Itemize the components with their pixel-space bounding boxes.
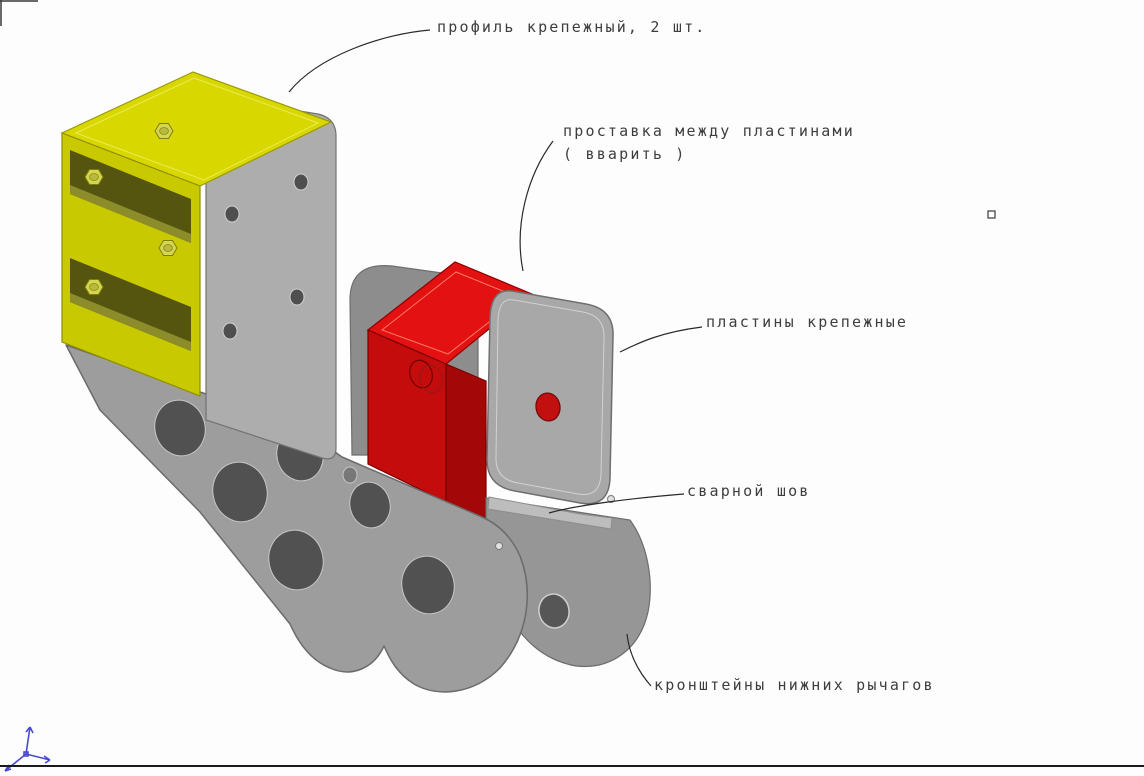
small-hole	[342, 466, 358, 484]
part-lower-bracket-front[interactable]	[65, 344, 529, 693]
plate-edge-highlight	[495, 299, 605, 496]
leader-weld	[548, 493, 685, 514]
plate-hole-red	[535, 392, 561, 422]
hole	[268, 529, 324, 591]
leader-brackets	[626, 633, 652, 687]
leader-profile	[288, 29, 431, 93]
ucs-axes-icon	[4, 726, 51, 772]
ucs-x-axis	[25, 753, 51, 764]
spacer-hole-sketch	[419, 364, 443, 394]
bolt-hole	[289, 288, 305, 306]
bolt-hole	[222, 322, 238, 340]
part-mounting-plate-right[interactable]	[486, 290, 614, 505]
bolt-hole	[224, 205, 240, 223]
hole	[401, 555, 455, 615]
part-mounting-profile[interactable]	[60, 71, 333, 397]
channel-inner-flange	[70, 293, 191, 351]
hex-bolt	[84, 279, 104, 295]
channel-opening	[70, 258, 191, 351]
annotation-brackets-label: кронштейны нижних рычагов	[654, 676, 935, 694]
part-mounting-plate-left[interactable]	[205, 95, 337, 460]
reference-point-marker	[987, 210, 996, 219]
leader-spacer	[519, 140, 554, 272]
sheet-border-corner	[0, 0, 38, 26]
hole	[154, 399, 206, 457]
profile-top-edge-highlight	[74, 77, 320, 181]
annotation-spacer-label-2: ( вварить )	[563, 145, 687, 163]
hole	[538, 593, 570, 629]
annotation-spacer-label: проставка между пластинами	[563, 122, 855, 140]
spacer-hole-sketch	[409, 359, 433, 389]
annotation-plates-label: пластины крепежные	[706, 313, 909, 331]
leader-plates	[619, 326, 703, 353]
hex-bolt	[84, 169, 104, 185]
annotation-weld-label: сварной шов	[687, 482, 811, 500]
spacer-side-face	[445, 363, 487, 519]
hex-bolt	[154, 123, 174, 139]
bolt-hole	[293, 173, 309, 191]
weld-spot	[495, 542, 503, 550]
annotation-profile-label: профиль крепежный, 2 шт.	[437, 18, 707, 36]
ucs-origin	[23, 751, 29, 757]
hole	[212, 461, 268, 523]
channel-inner-flange	[70, 185, 191, 243]
ucs-y-axis	[25, 726, 34, 755]
hole	[349, 481, 391, 529]
ucs-z-axis	[4, 753, 27, 772]
hex-bolt	[158, 240, 178, 256]
